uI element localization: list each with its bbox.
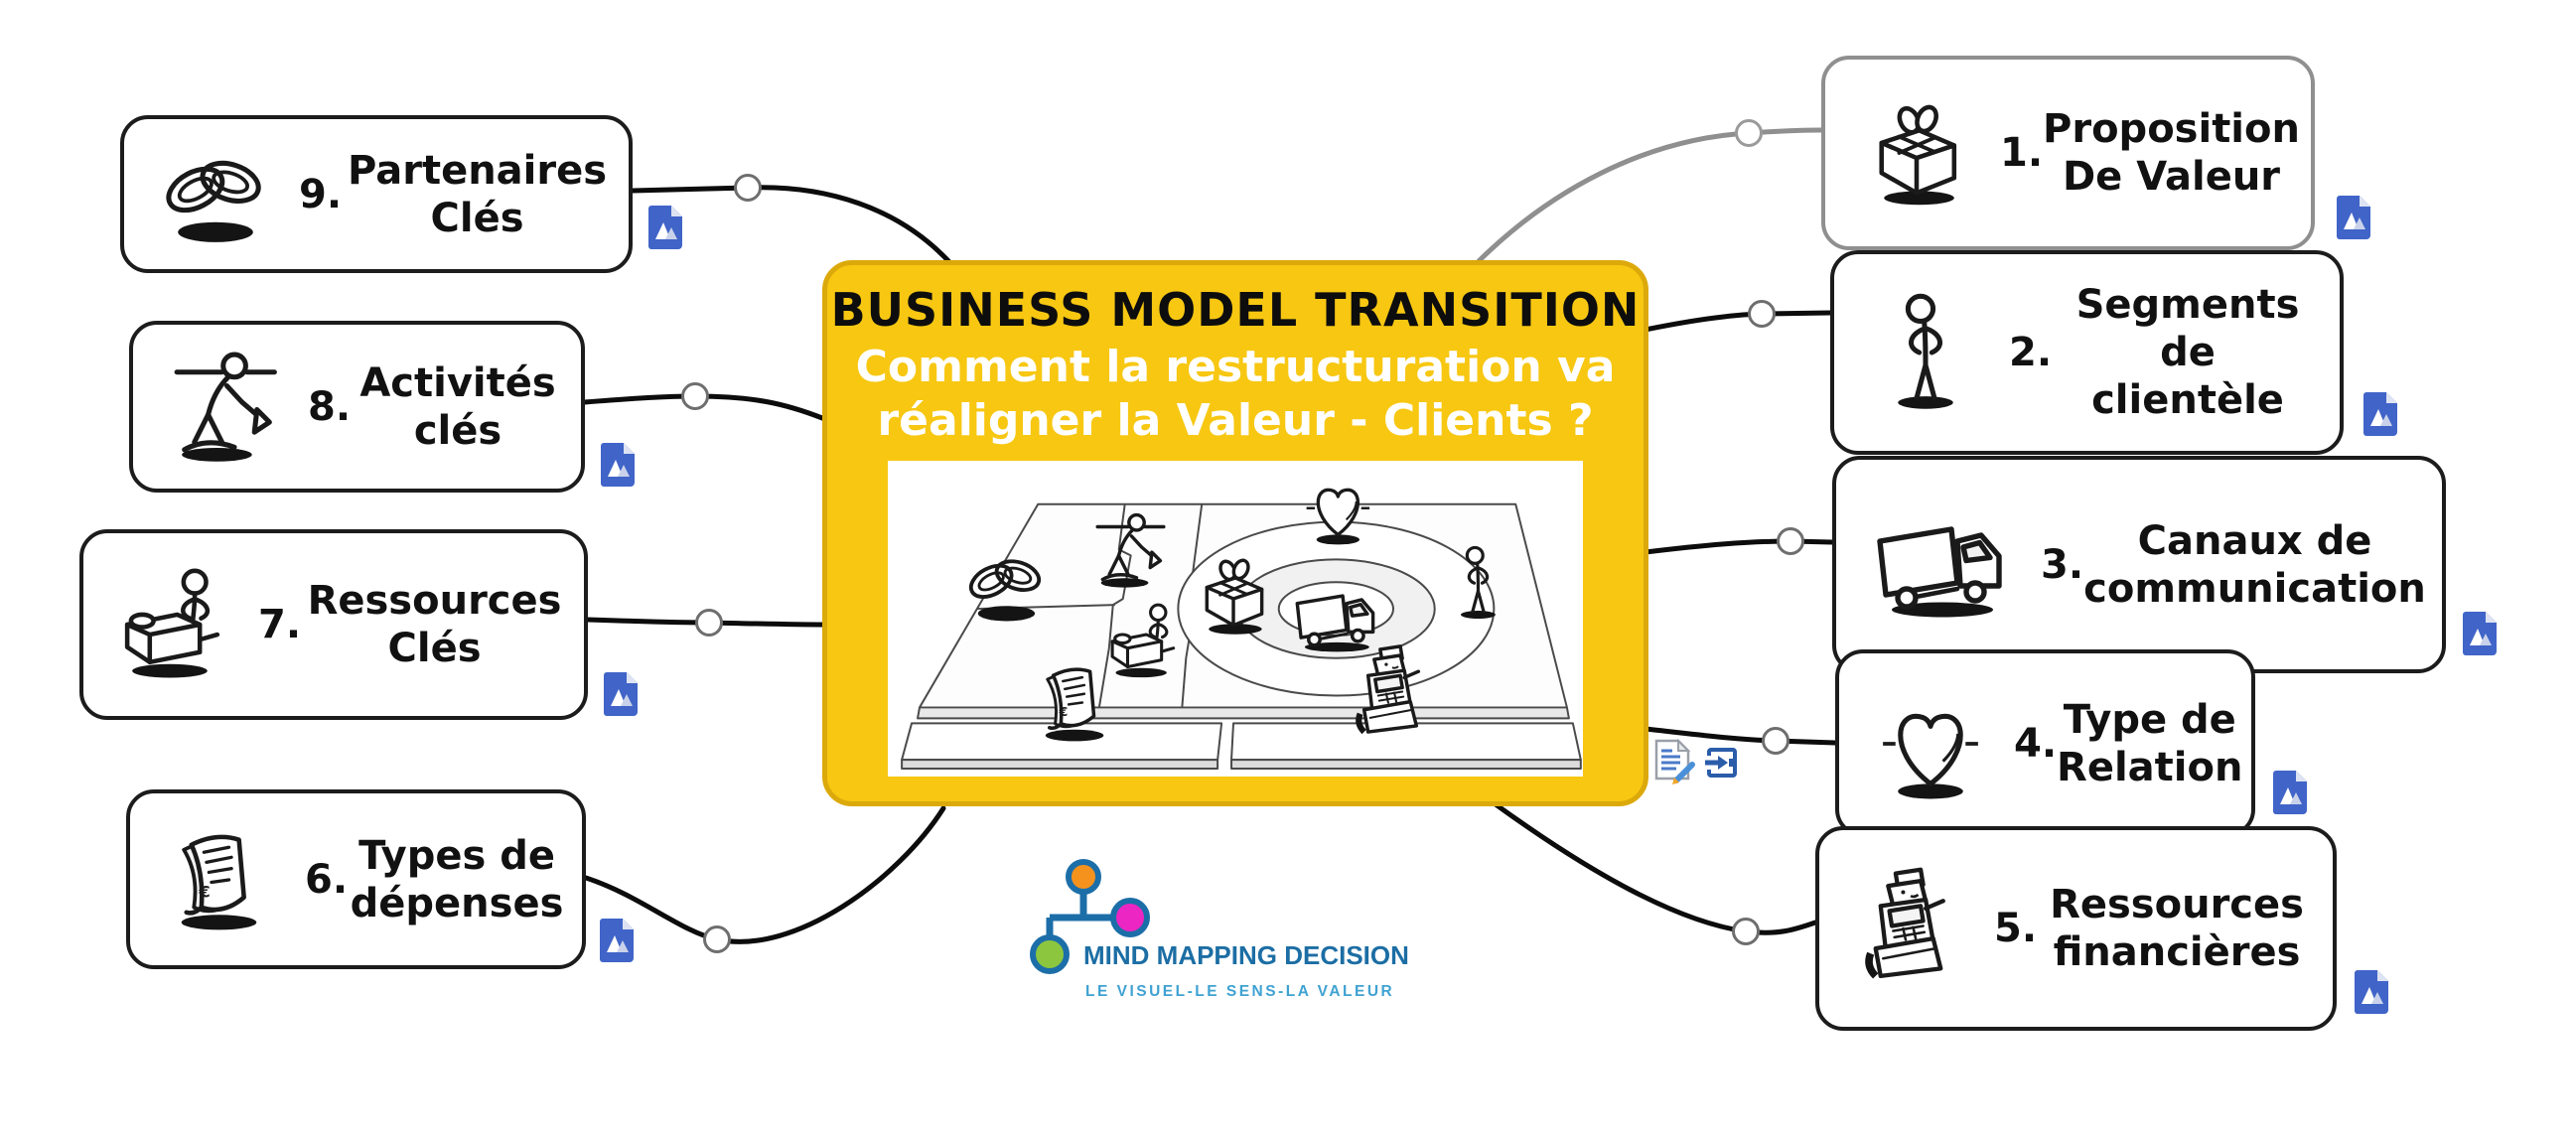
digging-person-icon (151, 345, 298, 470)
document-attachment-icon[interactable] (603, 671, 639, 717)
topic-number: 5. (1994, 906, 2038, 951)
topic-label-line2: Clés (387, 626, 482, 671)
branch-line-6 (583, 805, 946, 944)
topic-label-line1: Ressources (2050, 882, 2304, 927)
topic-number: 8. (308, 383, 352, 430)
topic-label-line1: Canaux de (2137, 517, 2372, 564)
topic-number: 9. (299, 171, 343, 217)
interlocked-rings-icon (142, 132, 289, 257)
logo-node-graphic (1046, 892, 1119, 939)
topic-label-line2: communication (2083, 565, 2426, 612)
topic-label-line2: financières (2053, 929, 2301, 975)
topic-label-line1: Type de (2063, 696, 2236, 743)
cash-register-icon (1837, 866, 1984, 991)
document-attachment-icon[interactable] (2272, 770, 2308, 815)
branch-collapse-circle[interactable] (695, 609, 723, 637)
branch-collapse-circle[interactable] (1732, 918, 1760, 945)
canvas-sketch (901, 488, 1582, 771)
branch-collapse-circle[interactable] (681, 382, 709, 410)
standing-person-icon (1852, 290, 1999, 415)
notes-pencil-icon[interactable] (1650, 739, 1696, 784)
topic-label-line1: Segments de (2075, 282, 2300, 375)
branch-line-9 (630, 185, 954, 267)
document-attachment-icon[interactable] (600, 442, 636, 488)
logo-title: MIND MAPPING DECISION (1083, 940, 1409, 970)
central-subtitle: Comment la restructuration va réaligner … (827, 341, 1644, 447)
topic-number: 7. (258, 602, 302, 647)
topic-number: 1. (2000, 130, 2044, 176)
topic-label-line2: clés (413, 407, 502, 454)
document-attachment-icon[interactable] (2362, 391, 2398, 437)
person-with-goods-icon (101, 562, 248, 687)
topic-number: 6. (305, 856, 349, 903)
topic-label-line2: Relation (2057, 744, 2243, 790)
logo-green-node (1030, 934, 1070, 974)
branch-collapse-circle[interactable] (1748, 300, 1776, 328)
branch-collapse-circle[interactable] (703, 925, 731, 953)
branch-collapse-circle[interactable] (1735, 119, 1763, 147)
branch-line-1 (1476, 127, 1824, 264)
topic-number: 4. (2014, 720, 2058, 767)
mind-mapping-decision-logo: MIND MAPPING DECISION LE VISUEL-LE SENS-… (1028, 852, 1425, 1025)
topic-number: 2. (2009, 330, 2053, 375)
branch-collapse-circle[interactable] (1762, 727, 1789, 755)
topic-label-line1: Partenaires (347, 147, 608, 194)
topic-label-line2: dépenses (350, 880, 564, 926)
logo-magenta-node (1110, 898, 1150, 937)
logo-tagline: LE VISUEL-LE SENS-LA VALEUR (1085, 983, 1394, 1000)
topic-label-line2: De Valeur (2062, 154, 2281, 200)
branch-line-5 (1493, 801, 1818, 935)
topic-label-line1: Activités (359, 359, 556, 406)
branch-collapse-circle[interactable] (1777, 527, 1804, 555)
document-attachment-icon[interactable] (2336, 195, 2371, 240)
central-topic[interactable]: BUSINESS MODEL TRANSITION Comment la res… (822, 260, 1648, 806)
topic-number: 3. (2041, 541, 2084, 588)
central-title: BUSINESS MODEL TRANSITION (830, 283, 1641, 337)
topic-label-line1: Proposition (2043, 106, 2300, 152)
branch-collapse-circle[interactable] (734, 174, 762, 202)
topic-label-line2: Clés (430, 195, 524, 241)
topic-label-line1: Types de (358, 832, 555, 879)
central-subtitle-line1: Comment la restructuration va (855, 342, 1616, 392)
document-attachment-icon[interactable] (647, 205, 683, 250)
heart-icon (1857, 681, 2004, 806)
logo-orange-node (1066, 859, 1101, 895)
document-attachment-icon[interactable] (2354, 969, 2389, 1015)
document-attachment-icon[interactable] (2462, 611, 2498, 656)
branch-line-2 (1638, 310, 1833, 334)
central-subtitle-line2: réaligner la Valeur - Clients ? (877, 394, 1594, 446)
gift-box-icon (1843, 90, 1990, 215)
topic-label-line1: Ressources (307, 578, 562, 624)
receipts-icon (148, 817, 295, 942)
delivery-truck-icon (1854, 491, 2031, 640)
document-attachment-icon[interactable] (599, 918, 635, 963)
business-model-canvas-image (888, 461, 1583, 778)
topic-label-line2: clientèle (2091, 377, 2284, 423)
jump-link-icon[interactable] (1704, 745, 1740, 781)
